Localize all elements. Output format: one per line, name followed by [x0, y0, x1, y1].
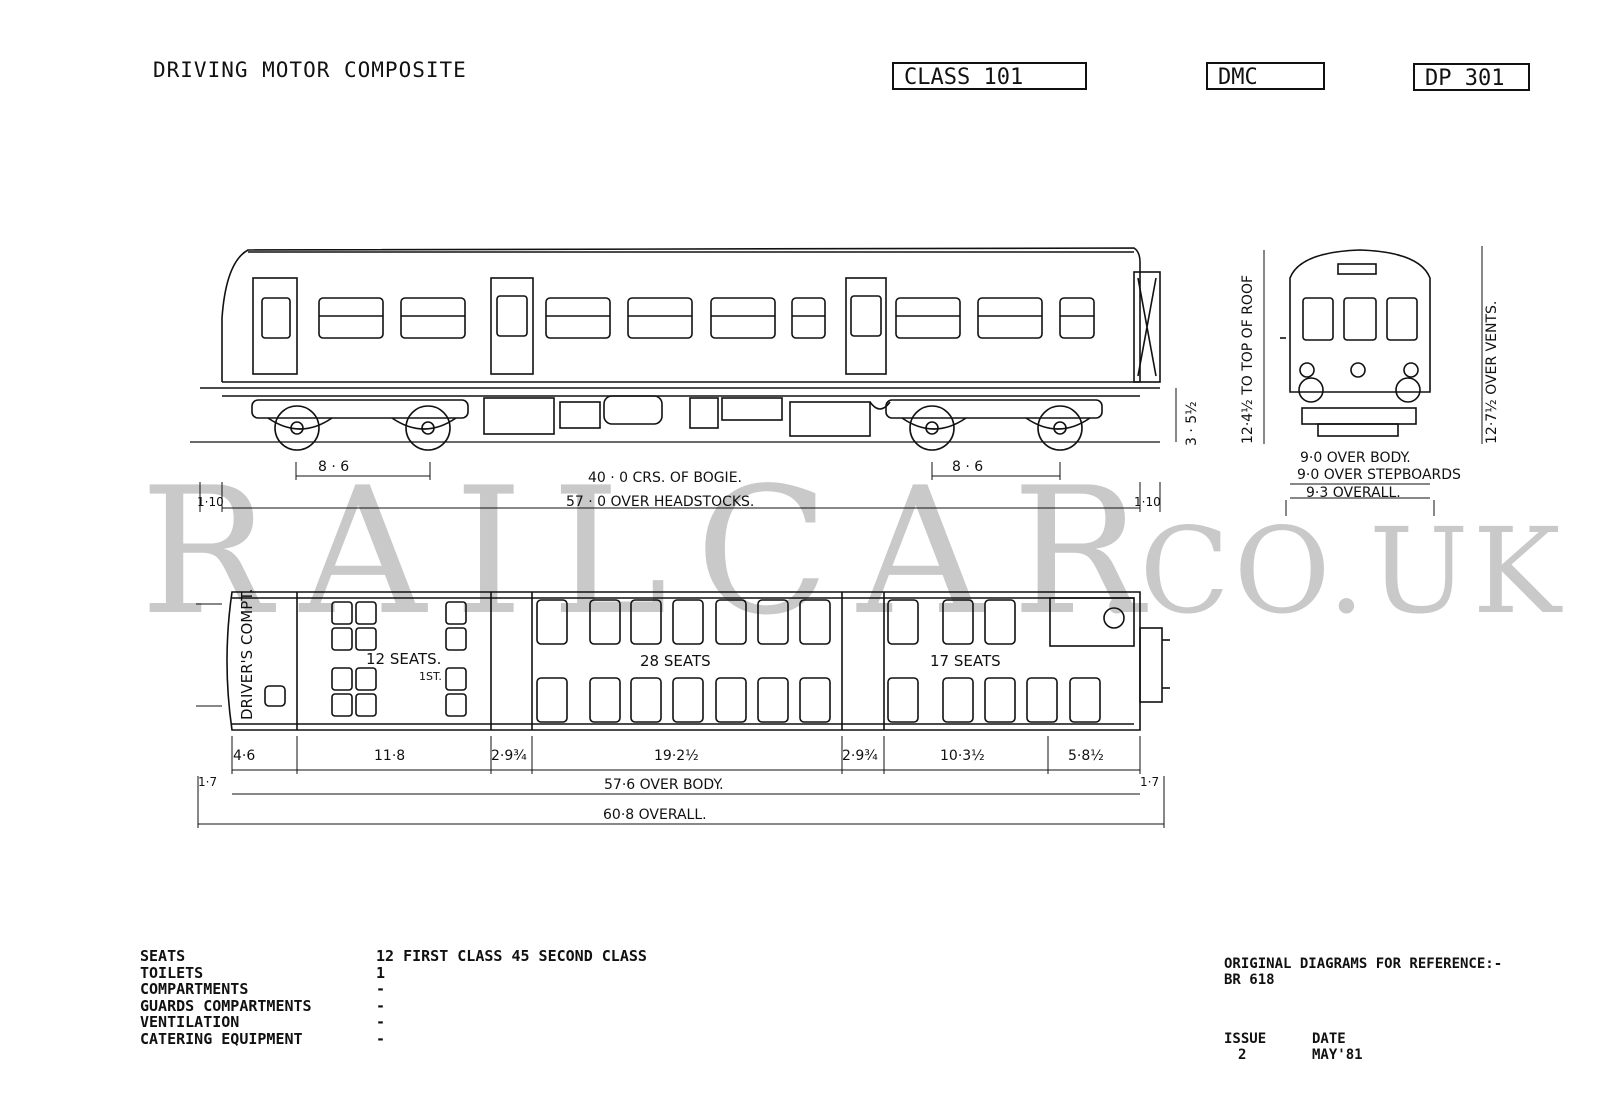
plan-dim-1: 4·6 — [233, 748, 255, 764]
spec-label-ventilation: VENTILATION — [140, 1013, 240, 1031]
spec-label-catering-equipment: CATERING EQUIPMENT — [140, 1029, 303, 1048]
over-vents-label: 12·7½ OVER VENTS. — [1484, 301, 1500, 444]
bogie-right — [885, 399, 1103, 451]
spec-label-compartments: COMPARTMENTS — [140, 980, 249, 998]
first-class-seats-label: 12 SEATS. — [366, 650, 441, 668]
date-label: DATE — [1312, 1031, 1346, 1047]
plan-dim-6: 10·3½ — [940, 748, 985, 764]
plan-end-right-label: 1·7 — [1140, 775, 1159, 789]
watermark-suffix: .CO.UK — [1098, 502, 1565, 640]
diagram-number-box: DP 301 — [1413, 63, 1530, 91]
second-class-seats — [536, 599, 1101, 723]
date-value: MAY'81 — [1312, 1047, 1363, 1063]
plan-dim-5: 2·9¾ — [842, 748, 878, 764]
end-overall-label: 9·3 OVERALL. — [1306, 485, 1401, 501]
spec-label-guards-compartments: GUARDS COMPARTMENTS — [140, 996, 312, 1015]
underframe-equipment — [483, 395, 891, 437]
side-windows — [318, 297, 1095, 339]
spec-labels: SEATS TOILETS COMPARTMENTS GUARDS COMPAR… — [140, 948, 312, 1047]
reference-value: BR 618 — [1224, 972, 1275, 988]
second-class-seats-b-label: 17 SEATS — [930, 652, 1001, 670]
issue-value: 2 — [1238, 1047, 1247, 1063]
to-top-of-roof-label: 12·4½ TO TOP OF ROOF — [1240, 275, 1256, 444]
watermark-text: RAILCAR — [140, 451, 1172, 654]
reference-label: ORIGINAL DIAGRAMS FOR REFERENCE:- — [1224, 956, 1503, 972]
issue-block: ISSUE DATE 2 MAY'81 — [1224, 1031, 1363, 1063]
type-box: DMC — [1206, 62, 1325, 90]
side-dimensions — [199, 388, 1177, 512]
rail-height-label: 3 · 5½ — [1184, 401, 1200, 446]
plan-dim-2: 11·8 — [374, 748, 405, 764]
plan-dim-3: 2·9¾ — [491, 748, 527, 764]
plan-dim-7: 5·8½ — [1068, 748, 1104, 764]
plan-over-body-label: 57·6 OVER BODY. — [604, 777, 724, 793]
spec-value-guards-compartments: - — [376, 996, 386, 1015]
spec-value-ventilation: - — [376, 1013, 386, 1031]
spec-value-seats: 12 FIRST CLASS 45 SECOND CLASS — [376, 947, 647, 965]
first-class-mark: 1ST. — [419, 670, 442, 683]
second-class-seats-a-label: 28 SEATS — [640, 652, 711, 670]
spec-value-compartments: - — [376, 980, 386, 998]
plan-overall-label: 60·8 OVERALL. — [603, 807, 707, 823]
plan-dim-4: 19·2½ — [654, 748, 699, 764]
page-title: DRIVING MOTOR COMPOSITE — [153, 58, 467, 82]
original-diagrams-reference: ORIGINAL DIAGRAMS FOR REFERENCE:- BR 618 — [1224, 956, 1502, 988]
plan-end-left-label: 1·7 — [198, 775, 217, 789]
overhang-right-label: 1·10 — [1134, 495, 1161, 509]
spec-values: 12 FIRST CLASS 45 SECOND CLASS 1 - - - - — [376, 948, 647, 1047]
issue-label: ISSUE — [1224, 1031, 1267, 1047]
bogie-left — [251, 399, 469, 451]
spec-label-toilets: TOILETS — [140, 963, 204, 982]
plan-view — [226, 591, 1170, 731]
end-over-stepboards-label: 9·0 OVER STEPBOARDS — [1297, 467, 1461, 483]
side-elevation — [190, 247, 1161, 451]
end-dimensions — [1263, 246, 1483, 516]
end-elevation — [1280, 249, 1431, 437]
spec-value-catering-equipment: - — [376, 1029, 386, 1048]
bogie-wheelbase-right-label: 8 · 6 — [952, 459, 983, 475]
spec-label-seats: SEATS — [140, 947, 186, 965]
spec-value-toilets: 1 — [376, 963, 386, 982]
class-box: CLASS 101 — [892, 62, 1087, 90]
over-headstocks-label: 57 · 0 OVER HEADSTOCKS. — [566, 494, 754, 510]
drivers-compartment-label: DRIVER'S COMPT. — [238, 589, 256, 720]
bogie-centres-label: 40 · 0 CRS. OF BOGIE. — [588, 470, 742, 486]
end-over-body-label: 9·0 OVER BODY. — [1300, 450, 1411, 466]
bogie-wheelbase-left-label: 8 · 6 — [318, 459, 349, 475]
plan-dimensions — [196, 603, 1165, 828]
first-class-seats — [331, 601, 467, 717]
overhang-left-label: 1·10 — [197, 495, 224, 509]
